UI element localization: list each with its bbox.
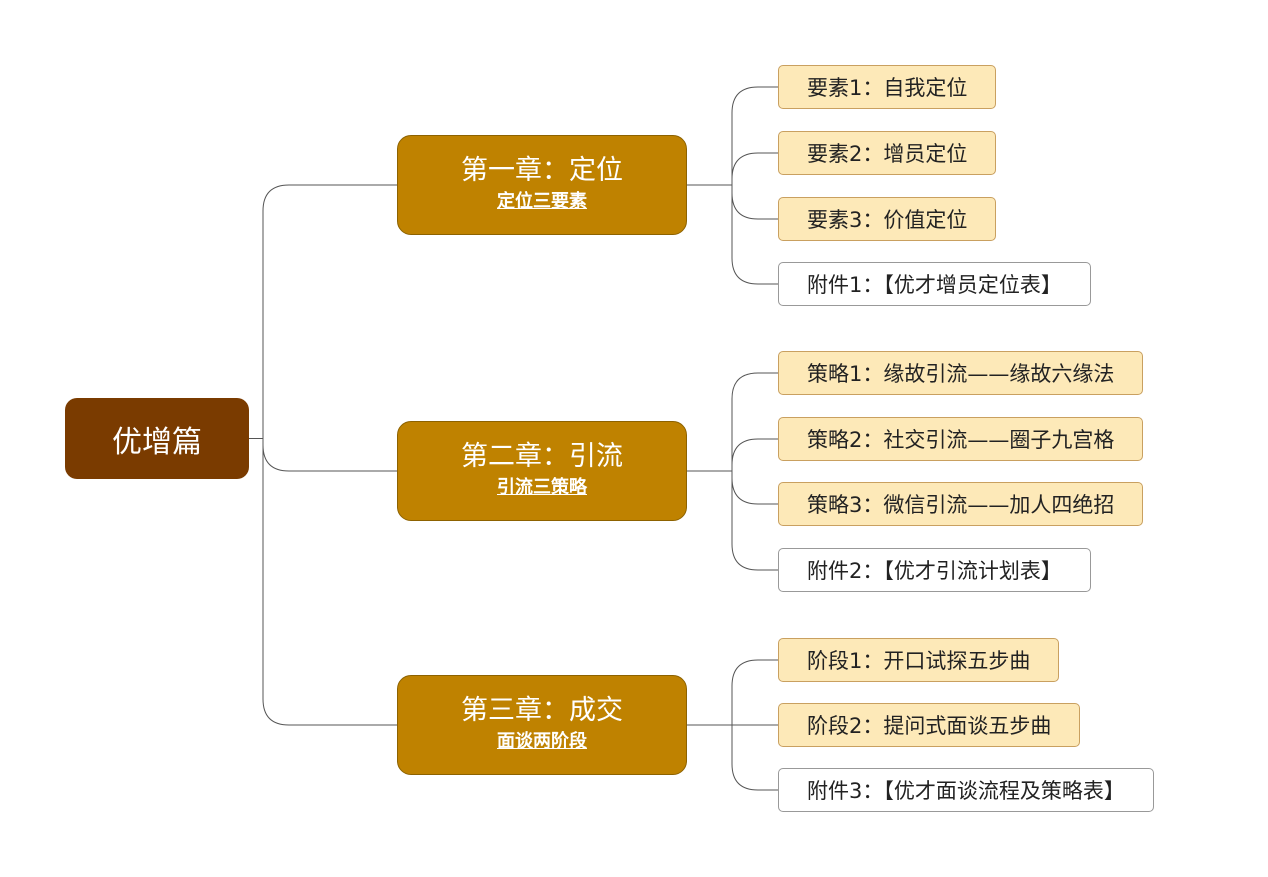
chapter-to-item-line	[731, 152, 778, 185]
chapter-to-item-line	[731, 471, 778, 571]
chapter-title: 第三章：成交	[461, 695, 623, 726]
chapter-to-item-line	[731, 372, 778, 471]
chapter-to-item-line	[731, 86, 778, 185]
chapter-title: 第一章：定位	[461, 155, 623, 186]
item-label: 策略2：社交引流——圈子九宫格	[807, 428, 1115, 452]
item-node-recruit-positioning[interactable]: 要素2：增员定位	[778, 131, 997, 175]
chapter-node-traffic[interactable]: 第二章：引流 引流三策略	[397, 421, 687, 521]
root-to-chapter-line	[262, 438, 397, 472]
chapter-title: 第二章：引流	[461, 441, 623, 472]
chapter-to-item-line	[731, 725, 778, 791]
item-label: 策略3：微信引流——加人四绝招	[807, 493, 1115, 517]
attachment-node-3[interactable]: 附件3：【优才面谈流程及策略表】	[778, 768, 1154, 812]
chapter-to-item-line	[731, 185, 778, 220]
root-node[interactable]: 优增篇	[65, 398, 249, 479]
chapter-node-positioning[interactable]: 第一章：定位 定位三要素	[397, 135, 687, 235]
root-label: 优增篇	[112, 424, 202, 460]
attachment-label: 附件2：【优才引流计划表】	[807, 559, 1062, 583]
item-label: 要素2：增员定位	[807, 142, 968, 166]
attachment-label: 附件1：【优才增员定位表】	[807, 273, 1062, 297]
item-label: 策略1：缘故引流——缘故六缘法	[807, 362, 1115, 386]
chapter-to-item-line	[731, 471, 778, 505]
chapter-subtitle: 面谈两阶段	[497, 731, 587, 752]
item-node-stage-2[interactable]: 阶段2：提问式面谈五步曲	[778, 703, 1081, 747]
chapter-to-item-line	[731, 659, 778, 725]
chapter-to-item-line	[731, 185, 778, 285]
chapter-to-item-line	[731, 438, 778, 471]
item-node-self-positioning[interactable]: 要素1：自我定位	[778, 65, 997, 109]
item-label: 阶段1：开口试探五步曲	[807, 649, 1031, 673]
item-node-stage-1[interactable]: 阶段1：开口试探五步曲	[778, 638, 1060, 682]
attachment-label: 附件3：【优才面谈流程及策略表】	[807, 779, 1125, 803]
chapter-subtitle: 定位三要素	[497, 191, 587, 212]
item-label: 要素1：自我定位	[807, 76, 968, 100]
item-label: 阶段2：提问式面谈五步曲	[807, 714, 1052, 738]
item-label: 要素3：价值定位	[807, 208, 968, 232]
item-node-strategy-3[interactable]: 策略3：微信引流——加人四绝招	[778, 482, 1144, 526]
item-node-strategy-1[interactable]: 策略1：缘故引流——缘故六缘法	[778, 351, 1144, 395]
attachment-node-1[interactable]: 附件1：【优才增员定位表】	[778, 262, 1091, 306]
root-to-chapter-line	[262, 184, 397, 439]
chapter-node-closing[interactable]: 第三章：成交 面谈两阶段	[397, 675, 687, 775]
root-to-chapter-line	[262, 438, 397, 726]
attachment-node-2[interactable]: 附件2：【优才引流计划表】	[778, 548, 1091, 592]
item-node-strategy-2[interactable]: 策略2：社交引流——圈子九宫格	[778, 417, 1144, 461]
item-node-value-positioning[interactable]: 要素3：价值定位	[778, 197, 997, 241]
chapter-subtitle: 引流三策略	[497, 477, 587, 498]
